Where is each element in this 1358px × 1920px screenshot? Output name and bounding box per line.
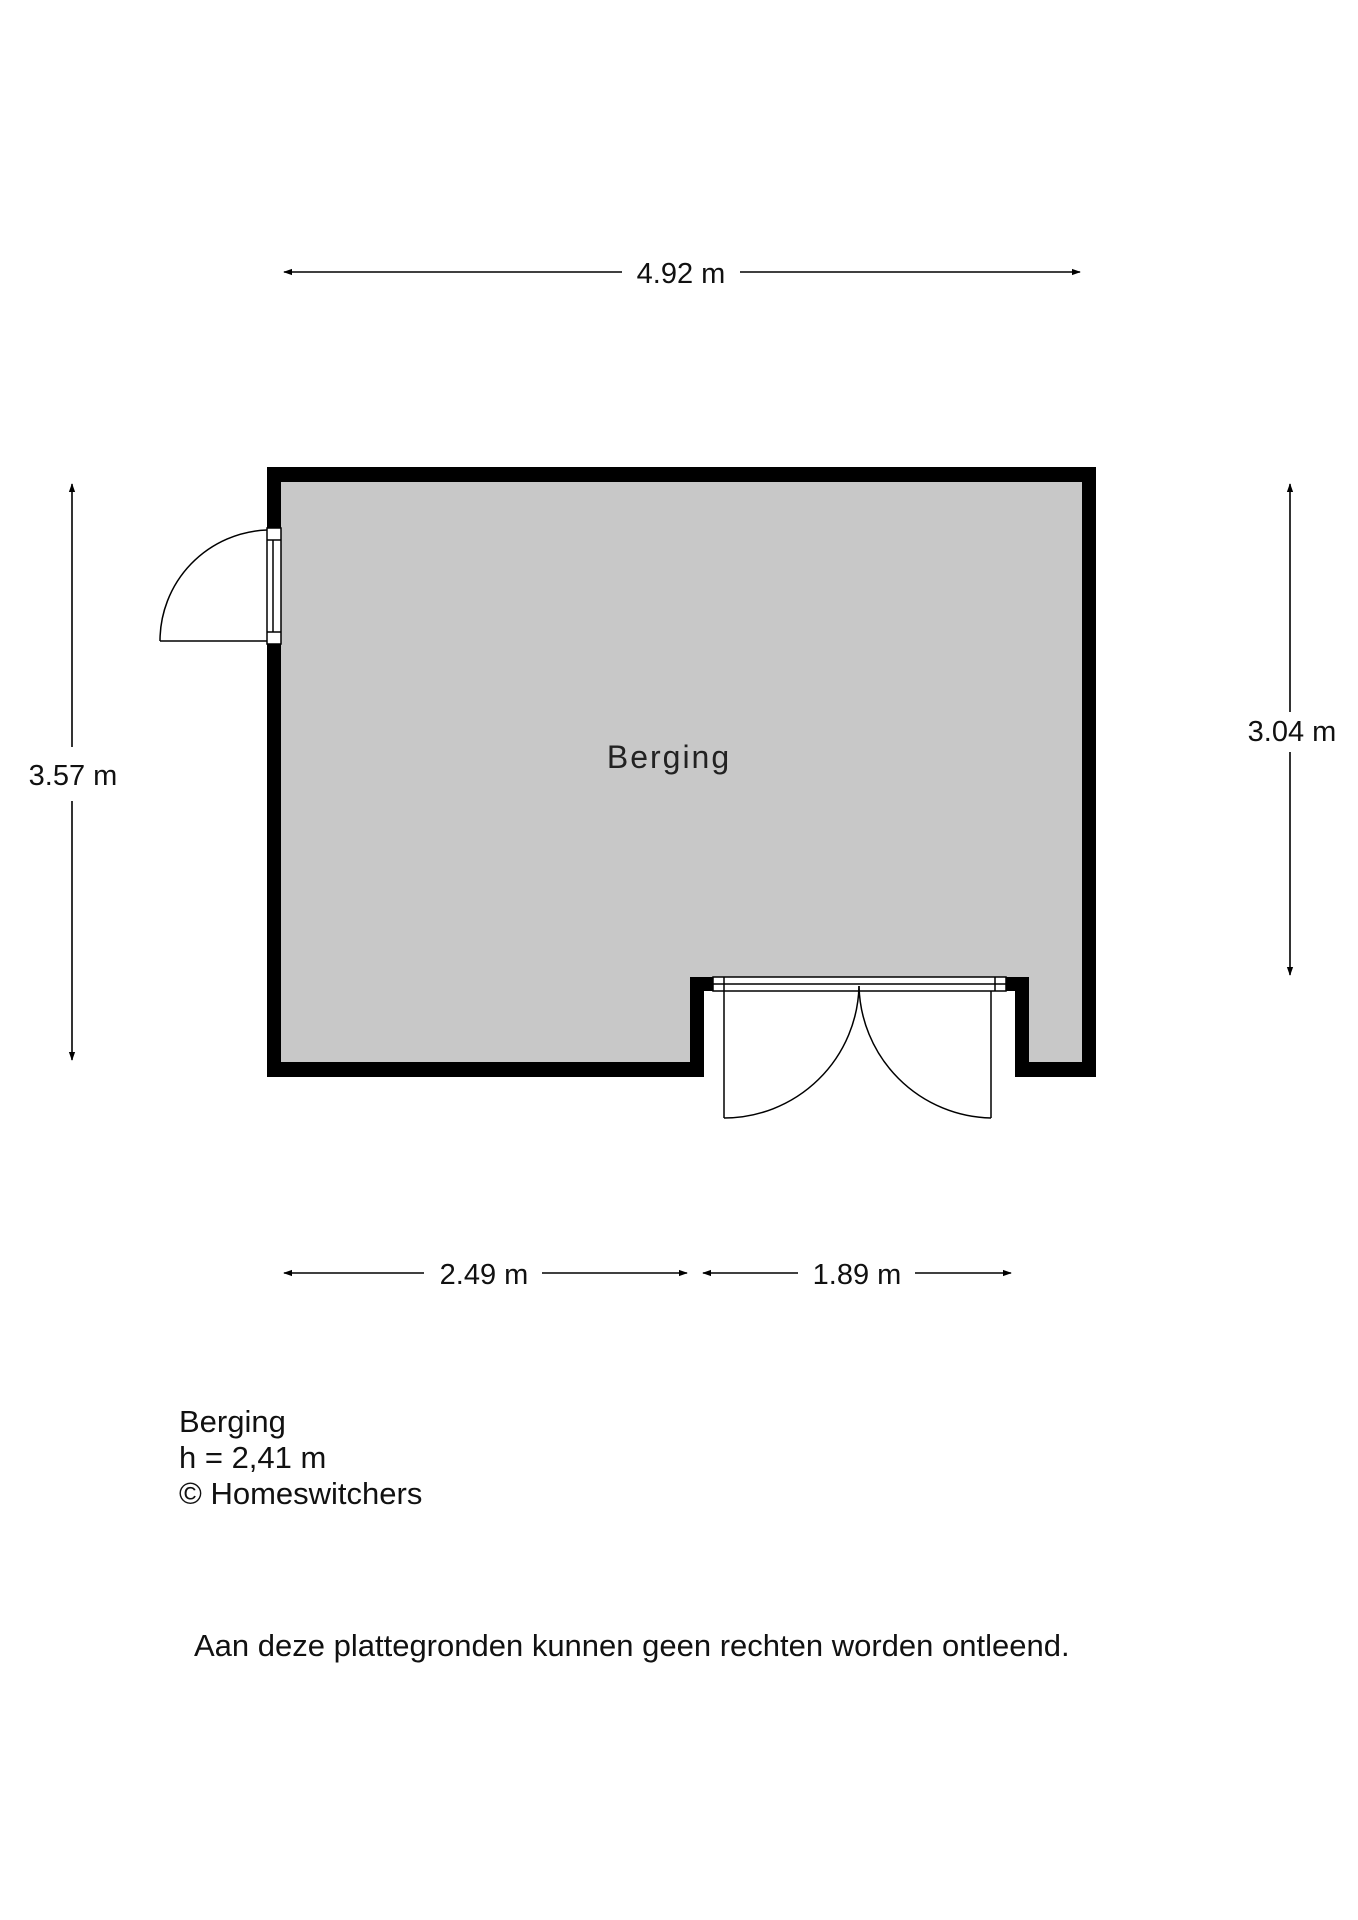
double-door-swing-left [723, 985, 860, 1119]
wall-left-lower [267, 644, 281, 1077]
disclaimer-text: Aan deze plattegronden kunnen geen recht… [194, 1628, 1070, 1663]
wall-left-upper [267, 467, 281, 528]
room-info: Berging h = 2,41 m © Homeswitchers [179, 1404, 422, 1512]
side-door [159, 527, 282, 645]
wall-recess-left [690, 977, 704, 1077]
dimension-bottom-left-label: 2.49 m [440, 1259, 529, 1291]
dimension-top-label: 4.92 m [637, 258, 726, 290]
wall-recess-top-left [690, 977, 713, 991]
side-door-swing [159, 529, 268, 642]
wall-bottom-right [1015, 1062, 1096, 1077]
wall-recess-right [1015, 977, 1029, 1077]
wall-right [1082, 467, 1096, 1077]
double-door-swing-right [858, 985, 992, 1119]
side-door-frame [266, 527, 282, 645]
wall-bottom-left [267, 1062, 704, 1077]
wall-recess-top-right [1006, 977, 1029, 991]
dimension-left-label: 3.57 m [29, 760, 118, 792]
wall-top [267, 467, 1096, 482]
room-info-copyright: © Homeswitchers [179, 1476, 423, 1511]
room-info-height: h = 2,41 m [179, 1440, 327, 1475]
double-door [712, 976, 1007, 1119]
room-info-name: Berging [179, 1404, 286, 1439]
dimension-bottom-right-label: 1.89 m [813, 1259, 902, 1291]
room-label: Berging [607, 739, 731, 775]
walls [267, 467, 1096, 1077]
room-floor [281, 482, 1082, 1062]
dimension-right-label: 3.04 m [1248, 716, 1337, 748]
